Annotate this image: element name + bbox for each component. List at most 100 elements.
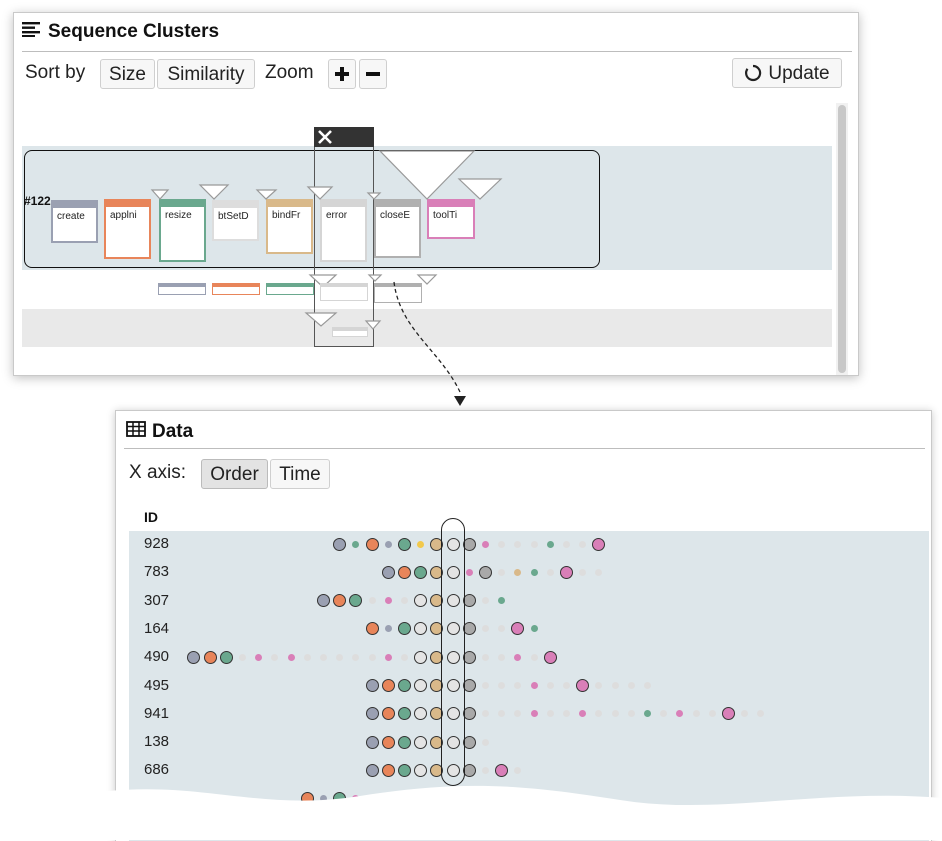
- event-dot[interactable]: [397, 735, 411, 749]
- event-dot[interactable]: [498, 597, 506, 605]
- event-dot[interactable]: [384, 653, 392, 661]
- event-dot[interactable]: [446, 707, 460, 721]
- event-dot[interactable]: [462, 707, 476, 721]
- scrollbar-track[interactable]: [836, 103, 848, 375]
- event-dot[interactable]: [579, 568, 587, 576]
- x-axis-time-button[interactable]: Time: [270, 459, 330, 489]
- event-dot[interactable]: [446, 650, 460, 664]
- event-dot[interactable]: [530, 653, 538, 661]
- event-dot[interactable]: [546, 682, 554, 689]
- event-dot[interactable]: [481, 653, 489, 661]
- event-dot[interactable]: [255, 653, 263, 661]
- event-dot[interactable]: [319, 795, 327, 803]
- event-dot[interactable]: [446, 622, 460, 636]
- event-dot[interactable]: [627, 682, 635, 689]
- event-dot[interactable]: [462, 650, 476, 664]
- event-dot[interactable]: [530, 682, 538, 689]
- zoom-in-button[interactable]: [328, 59, 356, 89]
- event-dot[interactable]: [595, 568, 603, 576]
- event-dot[interactable]: [676, 710, 684, 718]
- event-dot[interactable]: [595, 682, 603, 689]
- event-dot[interactable]: [381, 763, 395, 777]
- event-dot[interactable]: [381, 735, 395, 749]
- event-dot[interactable]: [481, 710, 489, 718]
- event-dot[interactable]: [316, 594, 330, 608]
- event-dot[interactable]: [643, 682, 651, 689]
- event-dot[interactable]: [414, 735, 428, 749]
- alignment-close-bar[interactable]: [314, 127, 374, 147]
- event-dot[interactable]: [397, 763, 411, 777]
- sequence-node-create[interactable]: create: [51, 200, 98, 243]
- event-dot[interactable]: [333, 537, 347, 551]
- alignment-column[interactable]: [314, 147, 374, 347]
- event-dot[interactable]: [643, 710, 651, 718]
- event-dot[interactable]: [692, 710, 700, 718]
- event-dot[interactable]: [481, 540, 489, 548]
- event-dot[interactable]: [287, 653, 295, 661]
- event-dot[interactable]: [352, 540, 360, 548]
- event-dot[interactable]: [660, 710, 668, 718]
- event-dot[interactable]: [498, 568, 506, 576]
- event-dot[interactable]: [446, 735, 460, 749]
- event-dot[interactable]: [271, 653, 279, 661]
- event-dot[interactable]: [546, 710, 554, 718]
- event-dot[interactable]: [559, 565, 573, 579]
- event-dot[interactable]: [530, 540, 538, 548]
- event-dot[interactable]: [414, 763, 428, 777]
- event-dot[interactable]: [741, 710, 749, 718]
- event-dot[interactable]: [365, 679, 379, 692]
- event-dot[interactable]: [511, 622, 525, 636]
- event-dot[interactable]: [543, 650, 557, 664]
- event-dot[interactable]: [498, 710, 506, 718]
- event-dot[interactable]: [562, 682, 570, 689]
- event-dot[interactable]: [187, 650, 201, 664]
- event-dot[interactable]: [495, 763, 509, 777]
- event-dot[interactable]: [446, 679, 460, 692]
- event-dot[interactable]: [430, 622, 444, 636]
- event-dot[interactable]: [430, 735, 444, 749]
- event-dot[interactable]: [595, 710, 603, 718]
- event-dot[interactable]: [481, 625, 489, 633]
- event-dot[interactable]: [530, 710, 538, 718]
- scrollbar-thumb[interactable]: [838, 105, 846, 373]
- event-dot[interactable]: [384, 597, 392, 605]
- event-dot[interactable]: [498, 540, 506, 548]
- event-dot[interactable]: [708, 710, 716, 718]
- event-dot[interactable]: [203, 650, 217, 664]
- event-dot[interactable]: [481, 597, 489, 605]
- event-dot[interactable]: [514, 540, 522, 548]
- event-dot[interactable]: [462, 537, 476, 551]
- sequence-node-resize[interactable]: resize: [159, 199, 206, 262]
- event-dot[interactable]: [381, 565, 395, 579]
- event-dot[interactable]: [430, 679, 444, 692]
- event-dot[interactable]: [462, 679, 476, 692]
- event-dot[interactable]: [414, 594, 428, 608]
- event-dot[interactable]: [349, 594, 363, 608]
- event-dot[interactable]: [462, 735, 476, 749]
- event-dot[interactable]: [384, 625, 392, 633]
- event-dot[interactable]: [579, 710, 587, 718]
- event-dot[interactable]: [417, 540, 425, 548]
- event-dot[interactable]: [611, 710, 619, 718]
- event-dot[interactable]: [303, 653, 311, 661]
- event-dot[interactable]: [397, 679, 411, 692]
- event-dot[interactable]: [514, 766, 522, 774]
- event-dot[interactable]: [430, 650, 444, 664]
- event-dot[interactable]: [514, 568, 522, 576]
- event-dot[interactable]: [365, 735, 379, 749]
- event-dot[interactable]: [481, 738, 489, 746]
- event-dot[interactable]: [446, 565, 460, 579]
- x-axis-order-button[interactable]: Order: [201, 459, 268, 489]
- update-button[interactable]: Update: [732, 58, 842, 88]
- event-dot[interactable]: [514, 682, 522, 689]
- event-dot[interactable]: [414, 679, 428, 692]
- event-dot[interactable]: [498, 625, 506, 633]
- event-dot[interactable]: [381, 679, 395, 692]
- event-dot[interactable]: [498, 682, 506, 689]
- event-dot[interactable]: [562, 540, 570, 548]
- event-dot[interactable]: [721, 707, 735, 721]
- event-dot[interactable]: [430, 537, 444, 551]
- sequence-node-toolTi[interactable]: toolTi: [427, 199, 475, 239]
- event-dot[interactable]: [365, 537, 379, 551]
- event-dot[interactable]: [462, 622, 476, 636]
